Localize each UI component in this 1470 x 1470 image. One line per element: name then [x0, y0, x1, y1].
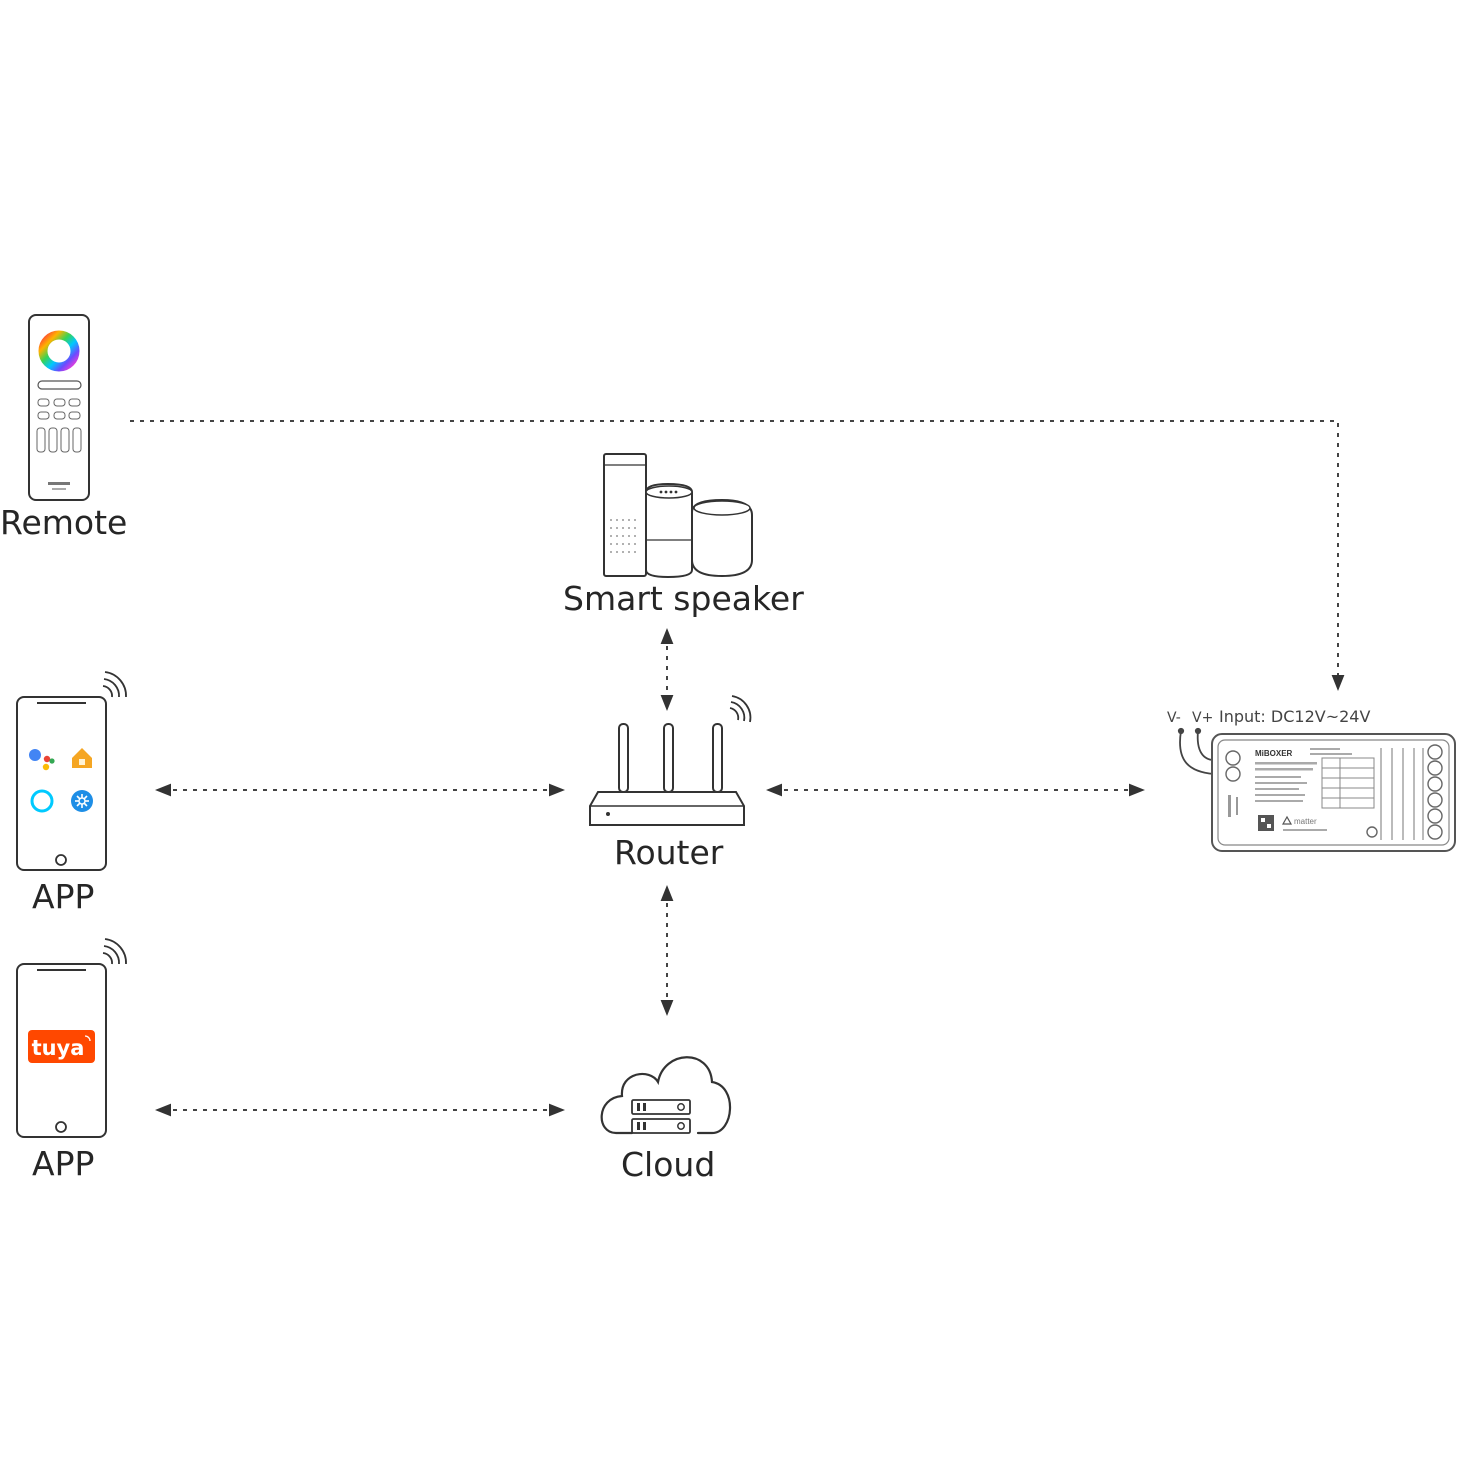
remote-to-controller-link	[130, 420, 1345, 691]
controller-brand-text: MiBOXER	[1255, 749, 1293, 758]
phone1-wifi-icon	[102, 671, 127, 698]
terminal-plus-label: V+	[1192, 710, 1213, 726]
controller-wires	[1177, 727, 1215, 775]
remote-icon	[28, 314, 90, 501]
terminal-minus-label: V-	[1167, 710, 1181, 726]
tuya-logo: tuya	[28, 1030, 95, 1063]
router-icon	[589, 723, 745, 826]
input-spec-label: Input: DC12V~24V	[1219, 707, 1370, 726]
app-tuya-label: APP	[32, 1144, 95, 1183]
router-wifi-icon	[729, 695, 752, 723]
led-controller-device: MiBOXER matter	[1211, 733, 1456, 852]
phone-assistants-icon	[16, 696, 107, 871]
remote-label: Remote	[0, 503, 128, 542]
svg-text:tuya: tuya	[32, 1036, 85, 1060]
apple-home-icon	[72, 748, 92, 768]
matter-logo-text: matter	[1294, 817, 1317, 826]
phone2-wifi-icon	[102, 938, 127, 965]
google-assistant-icon	[29, 749, 55, 771]
smart-speaker-icon	[603, 453, 753, 579]
cloud-label: Cloud	[621, 1145, 716, 1184]
app-assistants-label: APP	[32, 877, 95, 916]
alexa-icon	[30, 789, 54, 813]
smart-speaker-label: Smart speaker	[563, 579, 804, 618]
cloud-icon	[600, 1056, 732, 1135]
router-label: Router	[614, 833, 724, 872]
smartthings-icon	[71, 790, 93, 812]
